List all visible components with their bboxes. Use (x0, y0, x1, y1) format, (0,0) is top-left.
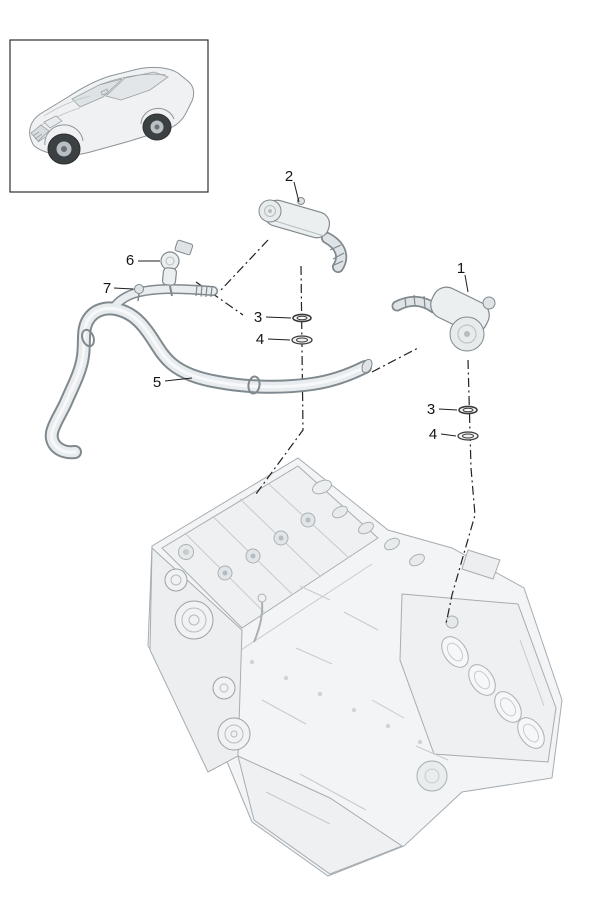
hose-clamp (81, 328, 95, 348)
part-5-ventilation-hose (44, 284, 373, 460)
hose-corrugation (195, 284, 213, 298)
hose-end-fitting (361, 358, 373, 374)
part-2-oil-separator (258, 197, 348, 273)
part-6-vent-valve (160, 239, 194, 297)
connection-line-hose-part1 (371, 346, 421, 373)
engine-illustration (147, 457, 563, 877)
seal-ring-3-right (458, 405, 478, 415)
seal-ring-4-center (291, 335, 313, 345)
connection-line-part2-hose (219, 239, 269, 292)
seal-ring-3-center (292, 313, 312, 323)
callout-4-right[interactable]: 4 (429, 426, 437, 443)
vehicle-thumbnail (9, 39, 209, 193)
callout-6[interactable]: 6 (126, 252, 134, 269)
callout-2[interactable]: 2 (285, 168, 293, 185)
part-7-screw (134, 284, 144, 302)
seal-ring-4-right (457, 431, 479, 441)
callout-1[interactable]: 1 (457, 260, 465, 277)
callout-5[interactable]: 5 (153, 374, 161, 391)
callout-3-right[interactable]: 3 (427, 401, 435, 418)
hose-clamp (247, 375, 261, 395)
callout-leader-lines (113, 181, 469, 437)
callout-4-center[interactable]: 4 (256, 331, 264, 348)
callout-3-center[interactable]: 3 (254, 309, 262, 326)
suv-icon (29, 66, 195, 165)
callout-7[interactable]: 7 (103, 280, 111, 297)
part-1-oil-separator (391, 286, 496, 352)
